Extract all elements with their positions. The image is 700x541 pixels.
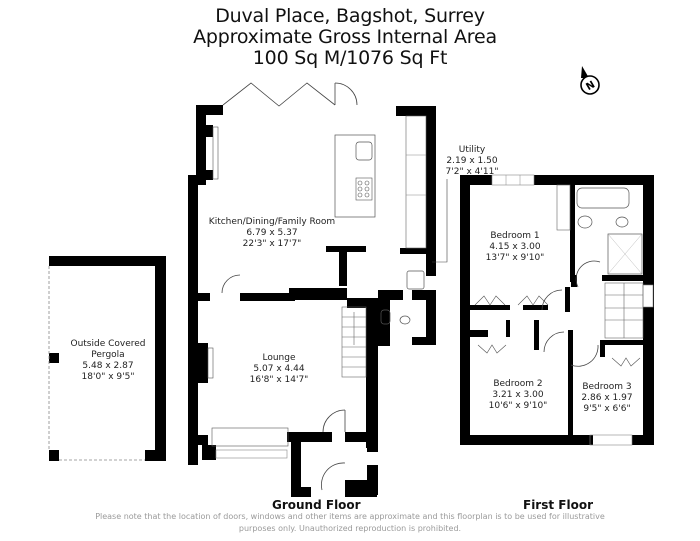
- ground-floor-label: Ground Floor: [272, 498, 361, 512]
- kitchen-imperial: 22'3" x 17'7": [243, 239, 302, 249]
- bathroom-basin-icon: [577, 215, 593, 229]
- bedroom2-name: Bedroom 2: [493, 379, 542, 389]
- pergola-metric: 5.48 x 2.87: [82, 361, 133, 371]
- address-title: Duval Place, Bagshot, Surrey: [215, 5, 485, 27]
- pergola-name-2: Pergola: [91, 350, 124, 360]
- disclaimer-line-1: Please note that the location of doors, …: [95, 512, 605, 521]
- stairs: [341, 306, 367, 378]
- basin-icon: [380, 309, 391, 325]
- window: [491, 174, 535, 186]
- disclaimer: Please note that the location of doors, …: [80, 511, 620, 535]
- bay-window: [211, 427, 289, 447]
- utility-metric: 2.19 x 1.50: [446, 156, 497, 166]
- utility-pointer: [432, 179, 448, 263]
- lounge-metric: 5.07 x 4.44: [253, 364, 304, 374]
- kitchen-worktop: [405, 115, 427, 249]
- lounge-name: Lounge: [262, 353, 295, 363]
- utility-sink-icon: [406, 270, 425, 290]
- sink-icon: [355, 141, 373, 161]
- first-floor-label: First Floor: [523, 498, 594, 512]
- bedroom3-name: Bedroom 3: [582, 382, 631, 392]
- bedroom2-metric: 3.21 x 3.00: [492, 390, 543, 400]
- utility-imperial: 7'2" x 4'11": [446, 167, 499, 177]
- utility-name: Utility: [459, 145, 486, 155]
- toilet-icon: [399, 315, 411, 325]
- title-block: Duval Place, Bagshot, Surrey Approximate…: [0, 6, 700, 69]
- ground-floor-walls: [188, 105, 436, 497]
- bathroom-toilet-icon: [615, 216, 629, 228]
- kitchen-metric: 6.79 x 5.37: [246, 228, 297, 238]
- hob-icon: [355, 177, 373, 201]
- bedroom1-name: Bedroom 1: [490, 231, 539, 241]
- first-floor-walls: [460, 175, 654, 445]
- bedroom1-imperial: 13'7" x 9'10": [486, 253, 545, 263]
- area-title: Approximate Gross Internal Area: [193, 26, 497, 48]
- shower-icon: [607, 233, 643, 275]
- door-swing: [334, 82, 358, 106]
- north-compass-icon: N: [576, 64, 606, 102]
- bedroom3-metric: 2.86 x 1.97: [581, 393, 632, 403]
- bath-icon: [576, 187, 630, 209]
- front-door-swing: [322, 409, 346, 433]
- lounge-imperial: 16'8" x 14'7": [250, 375, 309, 385]
- disclaimer-line-2: purposes only. Unauthorized reproduction…: [238, 524, 462, 533]
- first-floor-stairs: [604, 282, 644, 339]
- bedroom2-imperial: 10'6" x 9'10": [489, 401, 548, 411]
- bedroom1-metric: 4.15 x 3.00: [489, 242, 540, 252]
- pergola-imperial: 18'0" x 9'5": [82, 372, 135, 382]
- area-value: 100 Sq M/1076 Sq Ft: [252, 47, 448, 69]
- bifold-door: [222, 82, 336, 107]
- window: [589, 434, 633, 446]
- pergola-name-1: Outside Covered: [70, 339, 145, 349]
- kitchen-island: [334, 134, 376, 218]
- porch-door-swing: [321, 462, 346, 491]
- kitchen-name: Kitchen/Dining/Family Room: [209, 217, 335, 227]
- pergola-structure: [48, 256, 166, 461]
- fireplace: [207, 347, 214, 379]
- bedroom3-imperial: 9'5" x 6'6": [583, 404, 630, 414]
